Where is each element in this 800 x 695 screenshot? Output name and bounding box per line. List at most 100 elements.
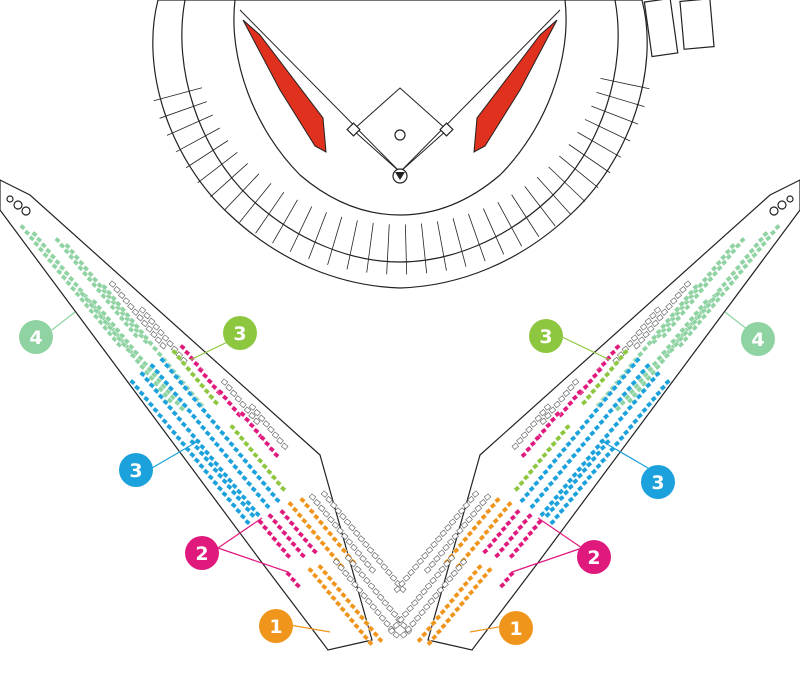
seat[interactable] <box>189 371 197 378</box>
seat[interactable] <box>332 558 341 566</box>
seat[interactable] <box>627 423 635 431</box>
seat[interactable] <box>434 614 442 621</box>
seat[interactable] <box>574 429 582 437</box>
seat[interactable] <box>611 401 619 409</box>
seat[interactable] <box>642 330 650 339</box>
seat[interactable] <box>674 291 682 299</box>
seat[interactable] <box>317 519 325 526</box>
seat[interactable] <box>305 523 313 530</box>
seat[interactable] <box>194 418 203 426</box>
seat[interactable] <box>143 312 151 320</box>
seat[interactable] <box>237 451 245 459</box>
seat[interactable] <box>516 523 524 531</box>
seat-row[interactable] <box>138 370 262 518</box>
seat[interactable] <box>480 513 488 521</box>
seat[interactable] <box>437 549 446 557</box>
seat[interactable] <box>560 446 568 454</box>
seat[interactable] <box>91 276 99 284</box>
seat[interactable] <box>462 580 470 588</box>
seat[interactable] <box>172 373 180 381</box>
badge-zone-2-left[interactable]: 2 <box>185 536 219 570</box>
seat[interactable] <box>171 390 180 398</box>
seat-row[interactable] <box>298 496 357 566</box>
seat[interactable] <box>245 480 253 488</box>
seat-row[interactable] <box>513 423 572 493</box>
seat[interactable] <box>665 326 673 334</box>
seat[interactable] <box>608 365 616 373</box>
seat[interactable] <box>734 242 742 250</box>
seat[interactable] <box>339 605 347 613</box>
seat[interactable] <box>720 259 728 266</box>
seat[interactable] <box>617 434 626 442</box>
seat[interactable] <box>58 264 66 272</box>
seat[interactable] <box>250 468 259 476</box>
seat[interactable] <box>234 395 242 403</box>
seat-row[interactable] <box>493 512 534 559</box>
seat[interactable] <box>216 485 224 492</box>
seat[interactable] <box>378 614 387 622</box>
seat[interactable] <box>242 440 250 448</box>
seat[interactable] <box>534 414 542 422</box>
seat[interactable] <box>467 496 475 504</box>
seat[interactable] <box>87 307 96 315</box>
seat[interactable] <box>548 406 557 414</box>
seat[interactable] <box>366 546 375 554</box>
seat[interactable] <box>244 499 252 507</box>
seat[interactable] <box>592 407 600 414</box>
seat-row[interactable] <box>511 403 552 450</box>
seat[interactable] <box>710 265 718 272</box>
seat[interactable] <box>526 529 534 537</box>
seat-row[interactable] <box>248 403 289 450</box>
seat[interactable] <box>77 259 85 267</box>
seat[interactable] <box>115 341 123 349</box>
seat[interactable] <box>764 234 772 242</box>
seat[interactable] <box>551 474 560 482</box>
seat[interactable] <box>606 390 614 398</box>
seat[interactable] <box>254 491 262 499</box>
seat[interactable] <box>462 501 470 509</box>
seat[interactable] <box>118 315 126 322</box>
seat[interactable] <box>425 546 434 554</box>
badge-zone-1-left[interactable]: 1 <box>259 609 293 643</box>
seat[interactable] <box>471 490 480 498</box>
seat[interactable] <box>636 412 644 420</box>
seat[interactable] <box>212 399 220 406</box>
seat[interactable] <box>443 602 451 610</box>
seat[interactable] <box>538 491 546 499</box>
seat[interactable] <box>35 236 43 244</box>
seat-row[interactable] <box>148 362 272 510</box>
seat[interactable] <box>274 479 283 487</box>
seat[interactable] <box>540 451 549 459</box>
seat[interactable] <box>548 505 556 513</box>
seat[interactable] <box>234 494 243 502</box>
seat[interactable] <box>631 417 639 425</box>
seat[interactable] <box>479 499 487 507</box>
seat[interactable] <box>300 517 308 525</box>
seat[interactable] <box>709 302 717 309</box>
seat-row[interactable] <box>393 490 480 593</box>
seat[interactable] <box>682 294 690 302</box>
seat-row[interactable] <box>426 566 494 647</box>
seat[interactable] <box>166 340 174 348</box>
seat[interactable] <box>385 568 393 577</box>
seat[interactable] <box>335 586 343 593</box>
seat[interactable] <box>72 281 80 288</box>
seat[interactable] <box>615 379 623 386</box>
seat[interactable] <box>252 427 260 435</box>
seat[interactable] <box>138 389 146 397</box>
seat[interactable] <box>386 604 394 613</box>
seat[interactable] <box>542 485 550 493</box>
seat[interactable] <box>18 223 27 231</box>
seat[interactable] <box>208 435 216 443</box>
seat[interactable] <box>63 269 71 277</box>
seat[interactable] <box>688 315 696 323</box>
seat[interactable] <box>738 236 747 244</box>
seat[interactable] <box>261 462 269 470</box>
seat[interactable] <box>428 560 436 568</box>
seat[interactable] <box>610 384 619 392</box>
seat[interactable] <box>238 434 246 442</box>
seat[interactable] <box>453 605 461 613</box>
seat[interactable] <box>532 479 540 487</box>
seat[interactable] <box>281 442 289 450</box>
seat[interactable] <box>161 417 169 425</box>
